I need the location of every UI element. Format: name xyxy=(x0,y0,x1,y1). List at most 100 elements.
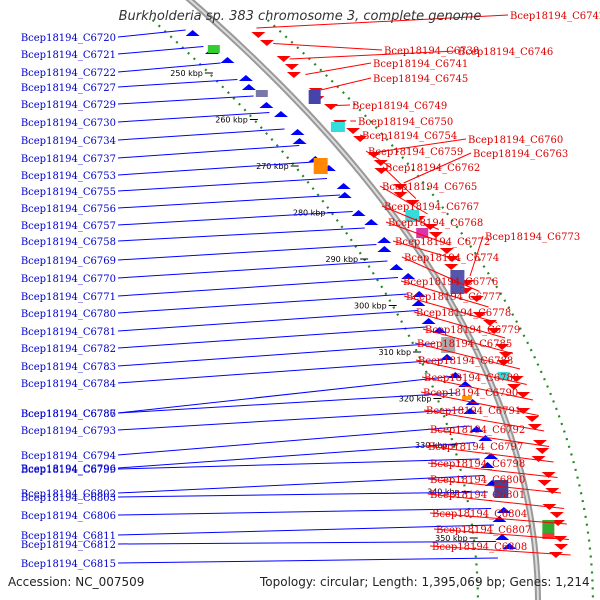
forward-gene-arrow xyxy=(401,273,416,279)
reverse-gene-arrow xyxy=(554,544,569,550)
gene-label-left: Bcep18194_C6815 xyxy=(21,559,116,570)
forward-gene-arrow xyxy=(484,453,499,459)
gene-label-left: Bcep18194_C6787 xyxy=(21,409,116,420)
reverse-gene-arrow xyxy=(276,56,291,62)
gene-leader-line-left xyxy=(117,310,418,332)
gene-label-left: Bcep18194_C6771 xyxy=(21,292,116,303)
cyan-gene-block xyxy=(405,210,420,222)
purple-gene-block xyxy=(494,480,509,498)
gene-label-left: Bcep18194_C6793 xyxy=(21,426,116,437)
green-gene-block xyxy=(207,45,220,53)
gene-leader-line-left xyxy=(117,277,399,297)
gene-label-left: Bcep18194_C6786 xyxy=(21,409,116,420)
gene-label-right: Bcep18194_C6746 xyxy=(458,47,553,58)
gene-leader-line-right xyxy=(385,221,450,246)
forward-gene-arrow xyxy=(389,264,404,270)
gene-leader-line-right xyxy=(422,328,513,354)
orange-gene-block xyxy=(462,396,473,400)
gene-leader-line-right xyxy=(379,185,428,215)
gene-label-left: Bcep18194_C6796 xyxy=(21,464,116,475)
reverse-gene-arrow xyxy=(423,224,438,230)
gene-label-left: Bcep18194_C6781 xyxy=(21,327,116,338)
backbone-highlight xyxy=(188,0,539,600)
gene-leader-line-right xyxy=(423,409,545,432)
gene-label-right: Bcep18194_C6741 xyxy=(373,59,468,70)
reverse-gene-arrow xyxy=(251,32,266,38)
gene-leader-line-right xyxy=(335,104,351,106)
reverse-gene-arrow xyxy=(444,264,459,270)
gene-label-left: Bcep18194_C6720 xyxy=(21,33,116,44)
gene-leader-line-left xyxy=(117,458,480,470)
reverse-gene-arrow xyxy=(509,376,524,382)
gene-leader-line-left xyxy=(117,409,464,431)
gene-leader-line-right xyxy=(273,43,383,51)
gene-leader-line-right xyxy=(305,62,372,75)
gene-label-left: Bcep18194_C6783 xyxy=(21,362,116,373)
gene-leader-line-right xyxy=(382,166,417,199)
gene-leader-line-right xyxy=(429,512,567,525)
gene-label-right: Bcep18194_C6789 xyxy=(424,373,519,384)
gene-leader-line-left xyxy=(117,128,285,141)
reverse-gene-arrow xyxy=(549,512,564,518)
gene-leader-line-left xyxy=(117,79,238,88)
gene-leader-line-left xyxy=(117,508,492,516)
gene-leader-line-right xyxy=(403,295,498,323)
gene-leader-line-right xyxy=(256,14,509,29)
gene-label-left: Bcep18194_C6757 xyxy=(21,221,116,232)
reverse-gene-arrow xyxy=(472,312,487,318)
reverse-gene-arrow xyxy=(496,360,511,366)
gene-label-right: Bcep18194_C6767 xyxy=(384,202,479,213)
gene-leader-line-left xyxy=(117,491,488,498)
gene-leader-line-right xyxy=(377,138,467,153)
gene-label-right: Bcep18194_C6745 xyxy=(373,74,468,85)
kbp-tick-label: 300 kbp xyxy=(354,302,387,311)
gene-leader-line-right xyxy=(421,376,534,401)
reverse-gene-arrow xyxy=(259,40,274,46)
gene-leader-line-right xyxy=(427,478,562,494)
gene-leader-line-right xyxy=(400,280,489,308)
forward-gene-arrow xyxy=(448,372,463,378)
reverse-gene-arrow xyxy=(532,440,547,446)
gene-label-right: Bcep18194_C6749 xyxy=(352,101,447,112)
forward-gene-arrow xyxy=(273,111,288,117)
gene-leader-line-right xyxy=(433,528,569,540)
reverse-gene-arrow xyxy=(537,480,552,486)
grey-gene-block xyxy=(441,337,456,353)
gene-label-right: Bcep18194_C6790 xyxy=(423,388,518,399)
gene-leader-line-left xyxy=(117,178,328,192)
forward-gene-arrow xyxy=(377,246,392,252)
forward-gene-arrow xyxy=(364,219,379,225)
gene-label-right: Bcep18194_C6785 xyxy=(417,339,512,350)
gene-leader-line-right xyxy=(469,235,484,277)
gene-leader-line-left xyxy=(117,46,204,55)
gene-label-left: Bcep18194_C6729 xyxy=(21,100,116,111)
gene-label-right: Bcep18194_C6759 xyxy=(368,147,463,158)
reverse-gene-arrow xyxy=(324,104,339,110)
forward-gene-arrow xyxy=(259,102,274,108)
gene-label-left: Bcep18194_C6782 xyxy=(21,344,116,355)
reverse-gene-arrow xyxy=(535,448,550,454)
gene-label-right: Bcep18194_C6773 xyxy=(485,232,580,243)
forward-gene-arrow xyxy=(463,408,478,414)
gene-label-left: Bcep18194_C6737 xyxy=(21,154,116,165)
gene-label-right: Bcep18194_C6800 xyxy=(430,475,525,486)
gene-leader-line-right xyxy=(413,311,506,339)
gene-leader-line-left xyxy=(117,260,388,279)
gene-label-left: Bcep18194_C6802 xyxy=(21,489,116,500)
gene-label-left: Bcep18194_C6753 xyxy=(21,171,116,182)
cyan-gene-block xyxy=(497,372,510,380)
gene-leader-line-right xyxy=(401,256,480,292)
gene-label-left: Bcep18194_C6770 xyxy=(21,274,116,285)
gene-leader-line-left xyxy=(117,326,427,349)
green-gene-block xyxy=(542,520,555,534)
gene-label-right: Bcep18194_C6776 xyxy=(403,277,498,288)
gene-leader-line-left xyxy=(117,95,254,105)
reverse-gene-arrow xyxy=(507,384,522,390)
gene-leader-line-left xyxy=(117,524,494,536)
forward-gene-arrow xyxy=(220,57,235,63)
reverse-gene-arrow xyxy=(516,408,531,414)
reverse-gene-arrow xyxy=(346,128,361,134)
forward-gene-arrow xyxy=(478,435,493,441)
gene-leader-line-left xyxy=(117,442,475,469)
reverse-gene-arrow xyxy=(527,424,542,430)
